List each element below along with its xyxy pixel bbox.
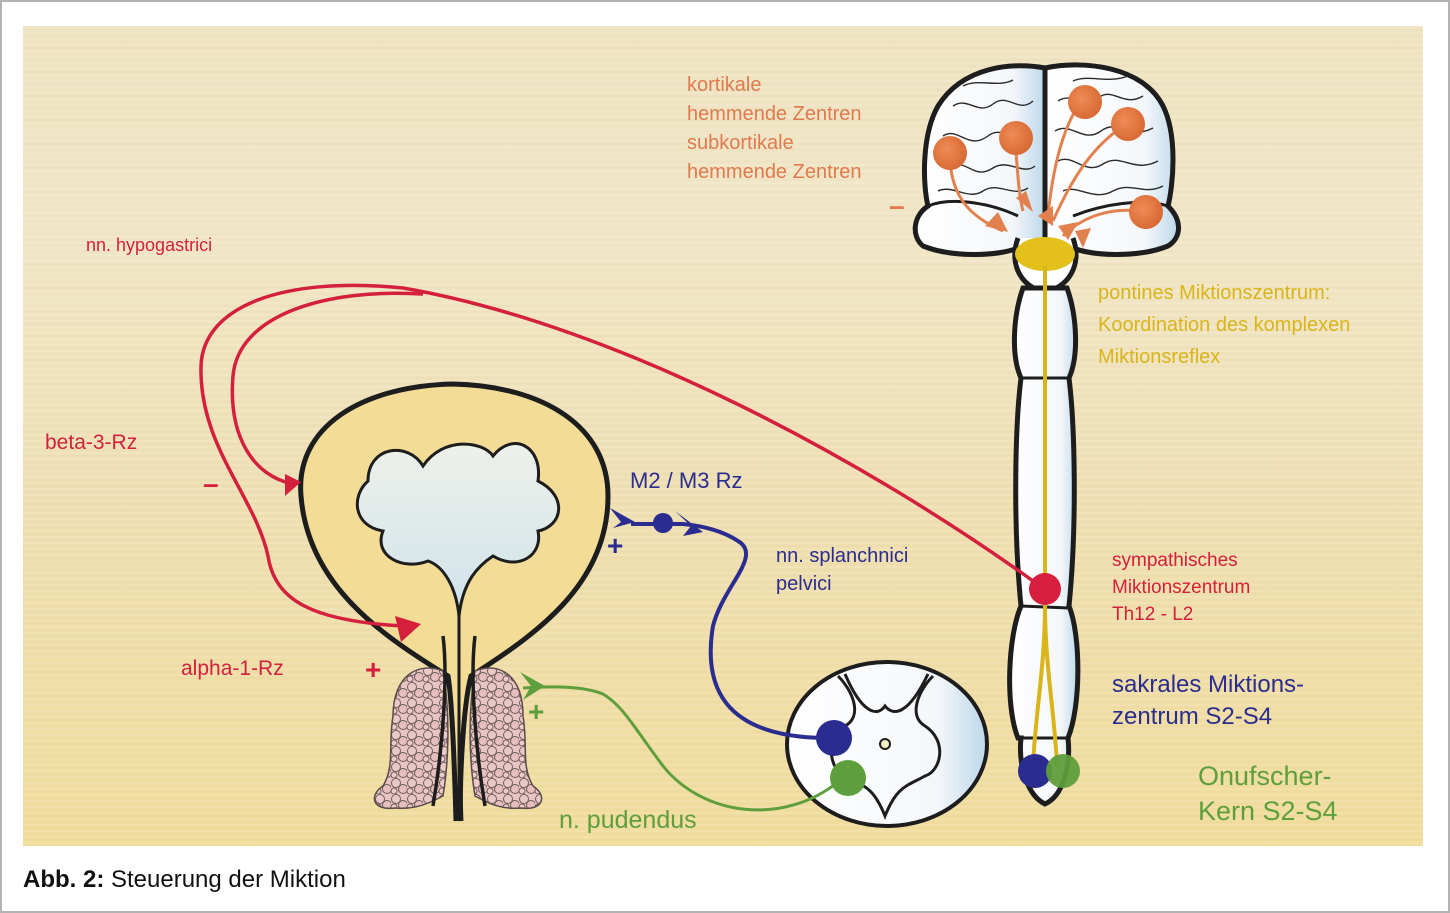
beta3-sign: –	[203, 468, 219, 499]
micturition-diagram	[199, 62, 1181, 828]
pontine-label-2: Koordination des komplexen	[1098, 314, 1351, 336]
pelvic-splanchnic-nerves	[610, 508, 824, 740]
figure-caption: Abb. 2: Steuerung der Miktion	[23, 866, 346, 894]
sacral-center-label-2: zentrum S2-S4	[1112, 703, 1273, 730]
m2m3-receptor-label: M2 / M3 Rz	[630, 468, 743, 493]
sacral-center-node	[1018, 754, 1052, 788]
sympathetic-label-1: sympathisches	[1112, 550, 1238, 571]
alpha1-sign: +	[365, 654, 382, 685]
bladder-lumen	[355, 442, 561, 617]
onuf-nucleus-label-1: Onufscher-	[1198, 761, 1332, 791]
spinal-cord	[1007, 266, 1081, 807]
caption-prefix: Abb. 2:	[23, 866, 105, 893]
beta3-receptor-label: beta-3-Rz	[45, 431, 138, 454]
splanchnic-label-2: pelvici	[776, 573, 832, 595]
sympathetic-label-2: Miktionszentrum	[1112, 577, 1251, 598]
sympathetic-label-3: Th12 - L2	[1112, 604, 1194, 625]
prostate	[373, 635, 543, 810]
brain	[912, 62, 1181, 295]
spinal-cross-section	[785, 660, 989, 828]
pontine-spinal-tract	[1031, 266, 1059, 767]
sacral-center-label-1: sakrales Miktions-	[1112, 671, 1305, 698]
subcortical-label-2: hemmende Zentren	[687, 161, 862, 183]
subcortical-label-1: subkortikale	[687, 132, 794, 154]
hypogastric-label: nn. hypogastrici	[86, 235, 213, 255]
cortical-label-1: kortikale	[687, 74, 762, 96]
splanchnic-label-1: nn. splanchnici	[776, 545, 909, 567]
m2m3-arrowhead	[610, 508, 635, 528]
cortical-center-1	[933, 136, 967, 170]
cortical-center-3	[1068, 85, 1102, 119]
alpha1-receptor-label: alpha-1-Rz	[181, 657, 284, 680]
alpha1-arrowhead	[395, 616, 421, 642]
cross-section-green-node	[830, 760, 866, 796]
m2m3-sign: +	[607, 530, 624, 561]
brain-left-hemisphere	[912, 63, 1048, 257]
pontine-label-3: Miktionsreflex	[1098, 346, 1221, 368]
caption-text: Steuerung der Miktion	[111, 866, 346, 893]
cortical-label-2: hemmende Zentren	[687, 103, 862, 125]
pontine-label-1: pontines Miktionszentrum:	[1098, 282, 1331, 304]
cortical-arrowheads	[985, 191, 1091, 248]
hypogastric-nerves	[199, 283, 1035, 642]
beta3-arrowhead	[285, 474, 301, 496]
diagram-panel: kortikale hemmende Zentren subkortikale …	[23, 26, 1423, 846]
subcortical-center	[1129, 195, 1163, 229]
pudendus-arrowhead	[520, 672, 545, 700]
pudendus-label: n. pudendus	[559, 806, 697, 834]
cortical-center-2	[999, 121, 1033, 155]
bladder	[298, 381, 611, 822]
pontine-center	[1015, 237, 1075, 271]
cortical-center-4	[1111, 107, 1145, 141]
onuf-nucleus-node	[1046, 754, 1080, 788]
onuf-nucleus-label-2: Kern S2-S4	[1198, 796, 1338, 826]
pudendus-sign: +	[528, 696, 545, 727]
sympathetic-center-node	[1029, 573, 1061, 605]
cortical-inhibition-sign: –	[889, 190, 905, 221]
ganglion-node	[653, 513, 673, 533]
pudendal-nerve	[520, 672, 839, 812]
cross-section-blue-node	[816, 720, 852, 756]
